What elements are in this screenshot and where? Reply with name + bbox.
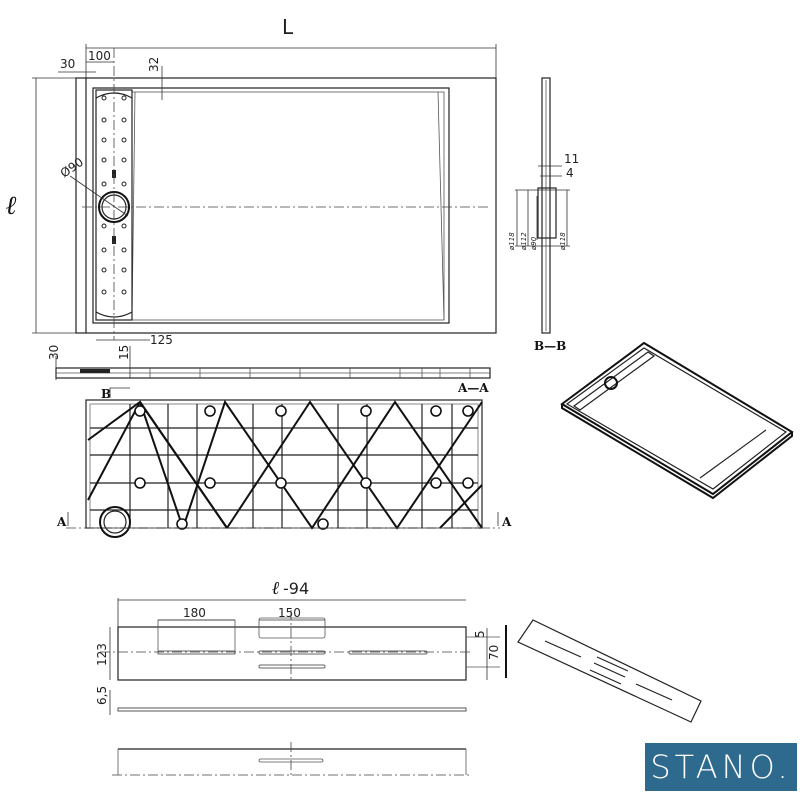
tray-basin [131, 91, 445, 321]
underside-drain-inner [103, 510, 127, 534]
cut-marker-b-arrow [109, 387, 130, 398]
iso-grate-plate [517, 619, 702, 723]
underside-drain [99, 506, 131, 538]
dim-118b: ø118 [559, 232, 567, 251]
tray-inner-rim [92, 87, 450, 324]
section-aa-label: A—A [457, 381, 489, 395]
cut-marker-a-right: A [501, 515, 512, 529]
iso-basin-edge [699, 429, 767, 479]
grate-isometric [517, 619, 702, 723]
dim-180: 180 [183, 606, 206, 620]
iso-tray-edge [561, 404, 793, 500]
dim-drain-leader [69, 175, 129, 217]
iso-tray-top [560, 341, 794, 496]
top-view: L [6, 15, 497, 347]
tray-outline [75, 77, 497, 334]
dim-90: ø90 [530, 236, 538, 251]
grate-length-suffix: -94 [283, 579, 309, 598]
width-label: ℓ [6, 191, 17, 221]
underside-view: A A [56, 399, 512, 538]
section-bb: 11 4 ø118 ø112 ø90 ø118 B—B [508, 77, 579, 353]
dim-32: 32 [147, 57, 161, 72]
dim-70: 70 [487, 645, 501, 660]
support-bosses [134, 405, 474, 530]
iso-tray-rim [565, 347, 788, 490]
iso-drain [604, 376, 618, 390]
dim-5: 5 [473, 630, 487, 638]
bolt-holes [101, 95, 127, 295]
dim-30: 30 [60, 57, 75, 71]
cut-marker-b: B [101, 387, 111, 401]
iso-grate-slots [544, 640, 673, 701]
dim-150: 150 [278, 606, 301, 620]
rib-grid [90, 404, 478, 528]
section-aa-channel [80, 369, 110, 373]
grate-slots [157, 650, 428, 669]
dim-4: 4 [566, 166, 574, 180]
channel-bottom-curve [95, 311, 133, 318]
grate-length-prefix: ℓ [272, 578, 280, 599]
section-bb-drain [537, 187, 557, 239]
cut-marker-a-left: A [56, 515, 67, 529]
grate-cutout-150 [258, 617, 326, 639]
grate-front-view [112, 742, 470, 778]
dim-6-5: 6,5 [95, 686, 109, 705]
dim-aa-30: 30 [47, 345, 61, 360]
brand-logo: STANO. [645, 743, 797, 791]
iso-drain-channel [572, 351, 656, 411]
dim-drain-diameter: Ø90 [58, 155, 86, 181]
section-bb-profile [541, 77, 551, 334]
section-aa: 30 15 B A—A [47, 345, 491, 401]
grate-cutout-180 [157, 619, 236, 655]
slot-lower [112, 236, 116, 244]
dim-125: 125 [150, 333, 173, 347]
dim-112: ø112 [520, 232, 528, 251]
grate-plate [117, 626, 467, 681]
section-bb-label: B—B [534, 339, 566, 353]
grate-side-profile [117, 707, 467, 712]
length-label: L [282, 15, 294, 39]
dim-100: 100 [88, 49, 111, 63]
dim-11: 11 [564, 152, 579, 166]
isometric-tray [560, 341, 794, 500]
dim-aa-15: 15 [117, 345, 131, 360]
dim-123: 123 [95, 643, 109, 666]
section-aa-ribs [149, 368, 471, 378]
grate-top-view: ℓ -94 180 150 123 6,5 5 70 [95, 578, 507, 715]
basin-edge-right [437, 91, 445, 321]
dim-118a: ø118 [508, 232, 516, 251]
rib-diagonals [87, 399, 483, 530]
